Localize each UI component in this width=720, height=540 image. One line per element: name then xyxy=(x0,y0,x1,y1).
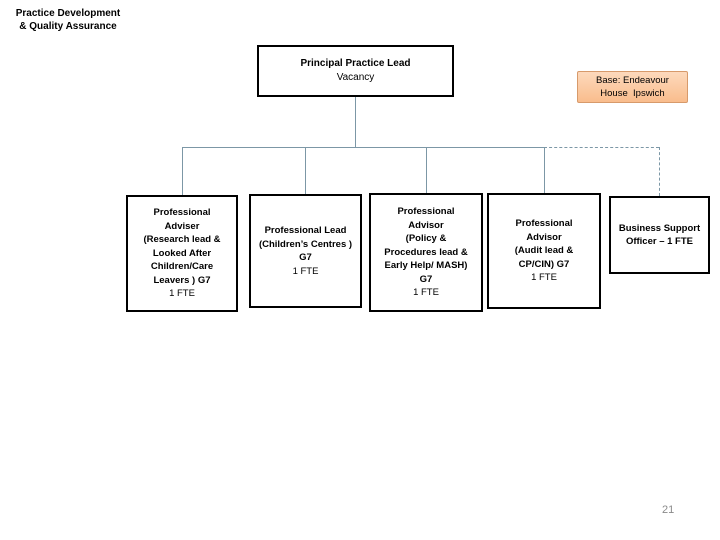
org-box-fte: 1 FTE xyxy=(169,288,195,300)
org-box-professional-adviser-research: Professional Adviser (Research lead & Lo… xyxy=(126,195,238,312)
org-box-business-support-officer: Business Support Officer – 1 FTE xyxy=(609,196,710,274)
principal-vacancy-label: Vacancy xyxy=(336,72,375,83)
org-box-professional-lead-childrens-centres: Professional Lead (Children’s Centres ) … xyxy=(249,194,362,308)
connector-drop-policy xyxy=(426,147,427,193)
connector-drop-audit xyxy=(544,147,545,193)
org-box-fte: 1 FTE xyxy=(413,287,439,299)
org-box-title: Professional Lead (Children’s Centres ) … xyxy=(258,225,353,263)
org-box-fte: 1 FTE xyxy=(292,265,319,277)
connector-drop-business-support-dashed xyxy=(659,147,660,196)
org-box-title: Professional Advisor (Policy & Procedure… xyxy=(384,206,468,285)
page-number: 21 xyxy=(662,504,675,516)
org-box-fte: 1 FTE xyxy=(531,272,557,284)
connector-horizontal-dashed xyxy=(544,147,659,148)
slide-title: Practice Development & Quality Assurance xyxy=(15,8,121,32)
connector-horizontal-solid xyxy=(182,147,544,148)
org-box-professional-advisor-audit: Professional Advisor (Audit lead & CP/CI… xyxy=(487,193,601,309)
org-box-principal-practice-lead: Principal Practice Lead Vacancy xyxy=(257,45,454,97)
org-box-title: Professional Advisor (Audit lead & CP/CI… xyxy=(514,218,574,270)
connector-drop-research xyxy=(182,147,183,195)
connector-root-stem xyxy=(355,97,356,147)
org-box-title: Business Support Officer – 1 FTE xyxy=(618,222,701,248)
principal-role-title: Principal Practice Lead xyxy=(300,58,411,69)
connector-drop-childrens-centres xyxy=(305,147,306,194)
org-box-title: Professional Adviser (Research lead & Lo… xyxy=(143,207,221,286)
org-box-professional-advisor-policy: Professional Advisor (Policy & Procedure… xyxy=(369,193,483,312)
base-location-note: Base: Endeavour House Ipswich xyxy=(577,71,688,103)
